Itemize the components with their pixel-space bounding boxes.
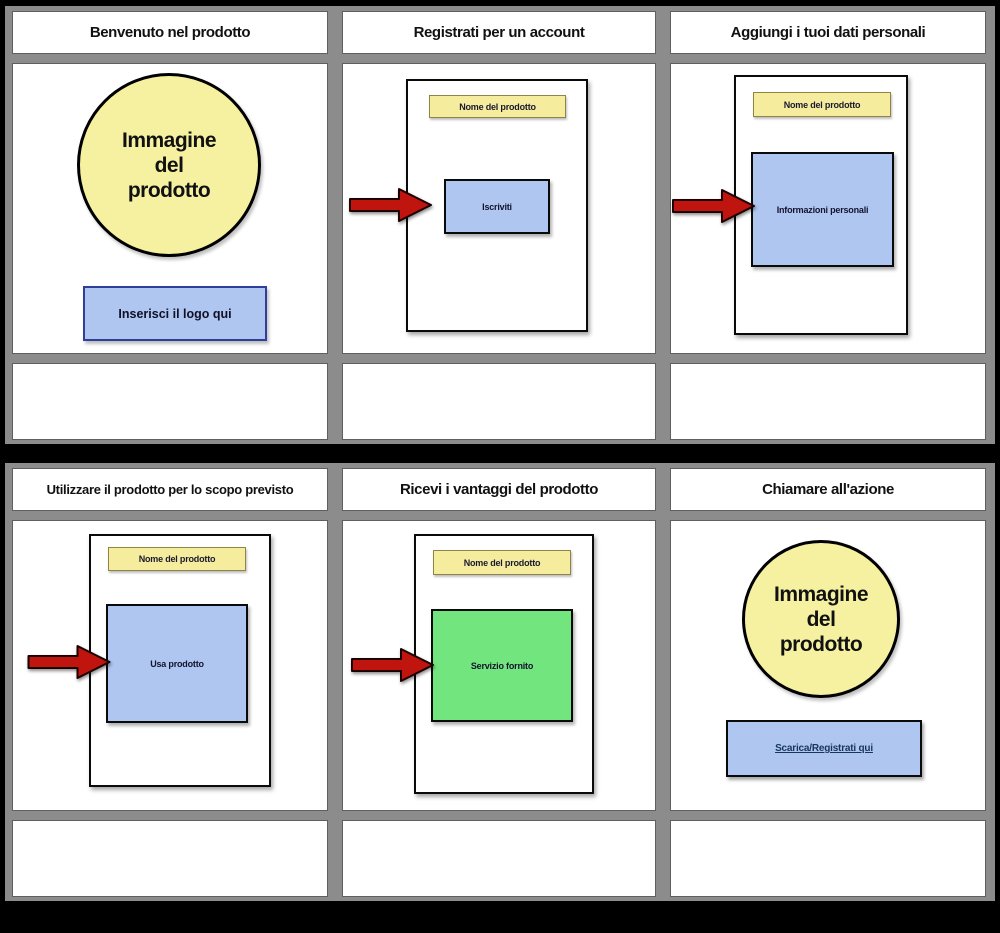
panel-use-product-cell[interactable]: Nome del prodotto Usa prodotto — [12, 520, 328, 811]
service-provided-box: Servizio fornito — [431, 609, 573, 722]
product-image-circle: Immagine del prodotto — [742, 540, 900, 698]
storyboard-row-2: Utilizzare il prodotto per lo scopo prev… — [5, 463, 995, 901]
app-screen-frame: Nome del prodotto Usa prodotto — [89, 534, 271, 787]
circle-label-line: Immagine — [121, 128, 217, 152]
panel-benefits-cell[interactable]: Nome del prodotto Servizio fornito — [342, 520, 656, 811]
red-arrow-icon — [27, 645, 111, 679]
title-cell-use-product[interactable]: Utilizzare il prodotto per lo scopo prev… — [12, 468, 328, 511]
panel-welcome-cell[interactable]: Immagine del prodotto Inserisci il logo … — [12, 63, 328, 354]
description-cell[interactable] — [342, 820, 656, 897]
personal-info-box: Informazioni personali — [751, 152, 894, 267]
app-screen-frame: Nome del prodotto Iscriviti — [406, 79, 588, 332]
circle-label-line: del — [806, 607, 836, 631]
description-cell[interactable] — [12, 363, 328, 440]
storyboard-row-1: Benvenuto nel prodotto Registrati per un… — [5, 6, 995, 444]
logo-placeholder-box: Inserisci il logo qui — [83, 286, 267, 341]
product-image-circle: Immagine del prodotto — [77, 73, 261, 257]
panel-call-to-action-cell[interactable]: Immagine del prodotto Scarica/Registrati… — [670, 520, 986, 811]
description-cell[interactable] — [670, 820, 986, 897]
circle-label-line: prodotto — [127, 178, 211, 202]
app-screen-frame: Nome del prodotto Servizio fornito — [414, 534, 594, 794]
red-arrow-icon — [672, 189, 755, 223]
download-register-box: Scarica/Registrati qui — [726, 720, 922, 777]
circle-label-line: prodotto — [779, 632, 863, 656]
panel-title: Aggiungi i tuoi dati personali — [730, 24, 926, 41]
description-cell[interactable] — [342, 363, 656, 440]
app-name-bar: Nome del prodotto — [753, 92, 891, 117]
app-screen-frame: Nome del prodotto Informazioni personali — [734, 75, 908, 335]
use-product-box: Usa prodotto — [106, 604, 248, 723]
red-arrow-icon — [351, 648, 434, 682]
panel-personal-data-cell[interactable]: Nome del prodotto Informazioni personali — [670, 63, 986, 354]
panel-title: Utilizzare il prodotto per lo scopo prev… — [46, 482, 294, 497]
title-cell-call-to-action[interactable]: Chiamare all'azione — [670, 468, 986, 511]
description-cell[interactable] — [670, 363, 986, 440]
panel-title: Benvenuto nel prodotto — [89, 24, 251, 41]
title-cell-signup[interactable]: Registrati per un account — [342, 11, 656, 54]
download-register-link[interactable]: Scarica/Registrati qui — [775, 743, 873, 754]
title-cell-benefits[interactable]: Ricevi i vantaggi del prodotto — [342, 468, 656, 511]
panel-title: Chiamare all'azione — [762, 481, 894, 498]
panel-signup-cell[interactable]: Nome del prodotto Iscriviti — [342, 63, 656, 354]
app-name-bar: Nome del prodotto — [433, 550, 571, 575]
panel-title: Ricevi i vantaggi del prodotto — [399, 481, 599, 498]
circle-label-line: Immagine — [773, 582, 869, 606]
description-cell[interactable] — [12, 820, 328, 897]
panel-title: Registrati per un account — [413, 24, 585, 41]
circle-label-line: del — [154, 153, 184, 177]
title-cell-welcome[interactable]: Benvenuto nel prodotto — [12, 11, 328, 54]
title-cell-personal-data[interactable]: Aggiungi i tuoi dati personali — [670, 11, 986, 54]
app-name-bar: Nome del prodotto — [108, 547, 246, 571]
signup-button-box: Iscriviti — [444, 179, 550, 234]
app-name-bar: Nome del prodotto — [429, 95, 566, 118]
red-arrow-icon — [349, 188, 432, 222]
